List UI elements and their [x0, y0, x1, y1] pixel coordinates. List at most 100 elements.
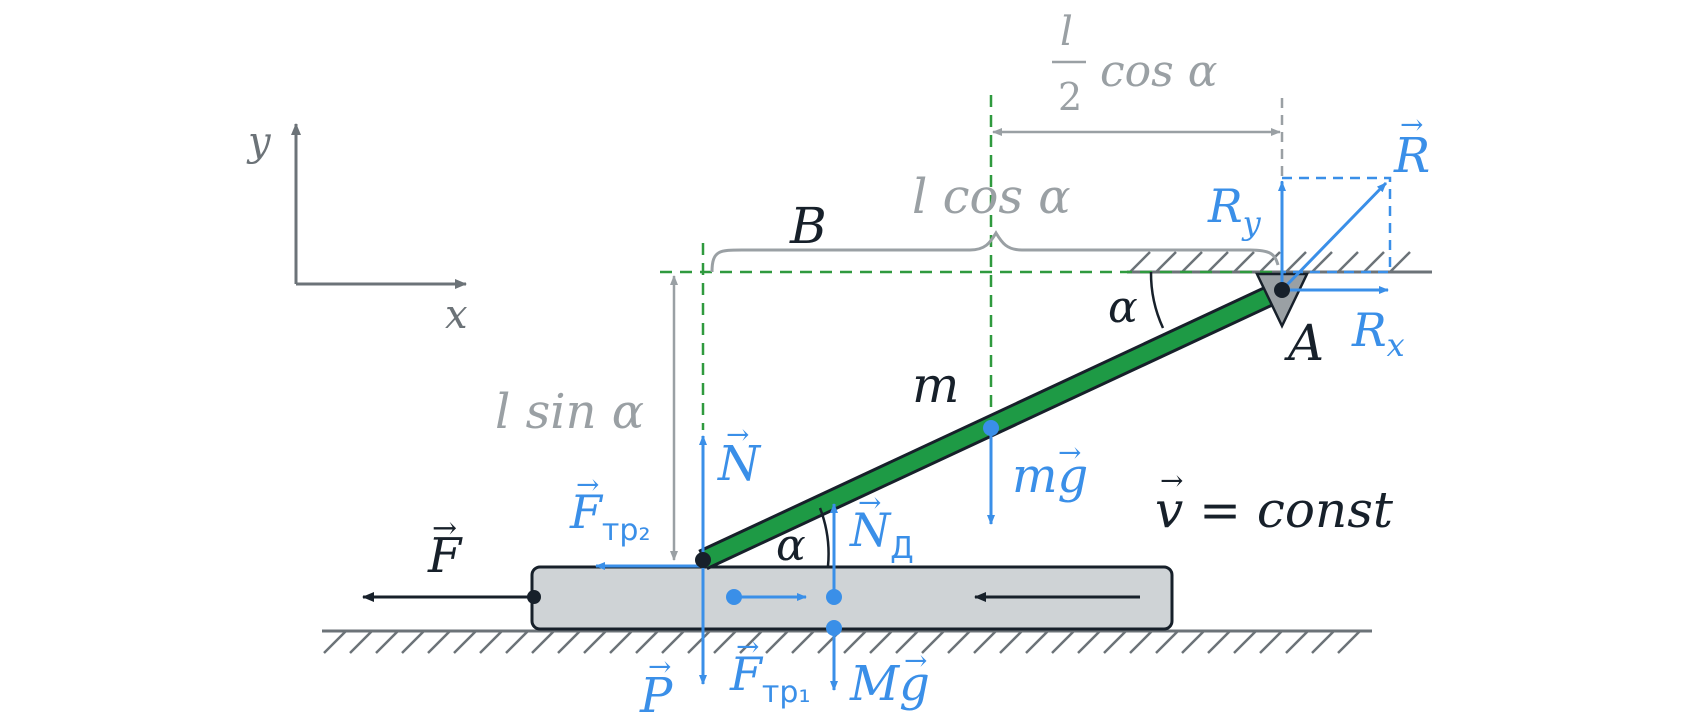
angle-alpha-bottom: α: [776, 520, 806, 571]
hatch-line: [1051, 630, 1075, 654]
hatch-line: [869, 630, 893, 654]
hatch-line: [635, 630, 659, 654]
hatch-line: [687, 630, 711, 654]
hatch-line: [999, 630, 1023, 654]
dim-half-cos: cos α: [1100, 46, 1217, 97]
force-P-label: P: [639, 668, 673, 724]
hatch-line: [1311, 630, 1335, 654]
point-A-label: A: [1284, 314, 1324, 372]
hatch-line: [427, 630, 451, 654]
hatch-line: [1129, 251, 1151, 273]
hatch-line: [505, 630, 529, 654]
hatch-line: [401, 630, 425, 654]
hatch-line: [1181, 251, 1203, 273]
force-Ftr2-vec: →: [576, 468, 599, 501]
hatch-line: [1337, 630, 1361, 654]
hatch-line: [1025, 630, 1049, 654]
hatch-line: [453, 630, 477, 654]
force-Ftr2-label: Fтр₂: [569, 485, 650, 548]
hatch-line: [895, 630, 919, 654]
force-mg-vec: →: [1058, 436, 1081, 469]
rod-mass-label: m: [912, 356, 959, 414]
hatch-line: [1259, 630, 1283, 654]
angle-arc-bottom: [818, 507, 830, 567]
hatch-line: [1207, 630, 1231, 654]
hatch-line: [323, 630, 347, 654]
hatch-line: [843, 630, 867, 654]
force-Mg-label: Mg: [849, 656, 930, 712]
force-Mg: Mg →: [826, 620, 930, 712]
force-Ry-label: Ry: [1207, 179, 1262, 242]
force-Rx-label: Rx: [1351, 303, 1405, 364]
hatch-line: [1233, 630, 1257, 654]
force-R-label: R: [1393, 128, 1430, 184]
dim-half-denominator: 2: [1058, 75, 1082, 119]
hatch-line: [349, 630, 373, 654]
hatch-line: [1285, 251, 1307, 273]
hatch-line: [973, 630, 997, 654]
force-Ftr1-label: Fтр₁: [729, 647, 810, 710]
hatch-line: [1207, 251, 1229, 273]
ceiling-surface: [1127, 251, 1432, 274]
velocity-condition: v = const →: [1155, 464, 1394, 539]
dimension-half-lcos: l 2 cos α: [992, 9, 1281, 136]
hatch-line: [1285, 630, 1309, 654]
axis-y-label: y: [246, 119, 272, 165]
dim-lcos-label: l cos α: [912, 169, 1071, 225]
angle-alpha-top: α: [1108, 282, 1138, 333]
velocity-label: v = const: [1155, 481, 1394, 539]
force-R-vec: →: [1400, 108, 1423, 141]
point-B-pin: [695, 552, 711, 568]
hatch-line: [479, 630, 503, 654]
velocity-vec: →: [1160, 464, 1183, 497]
point-B-label: B: [789, 197, 827, 255]
force-P-vec: →: [648, 650, 671, 683]
force-F: F →: [362, 511, 541, 604]
hatch-line: [1363, 251, 1385, 273]
hatch-line: [1389, 251, 1411, 273]
force-Ftr1: Fтр₁ →: [726, 589, 810, 710]
point-A-pin: [1274, 282, 1290, 298]
hatch-line: [765, 630, 789, 654]
force-Ftr1-vec: →: [736, 630, 759, 663]
force-Ftr2: Fтр₂ →: [569, 468, 703, 570]
hatch-line: [531, 630, 555, 654]
coordinate-axes: y x: [246, 119, 468, 338]
hatch-line: [375, 630, 399, 654]
hatch-line: [791, 630, 815, 654]
force-mg: mg →: [983, 420, 1088, 525]
floor-surface: [322, 629, 1372, 654]
force-N: N →: [699, 418, 762, 560]
hatch-line: [609, 630, 633, 654]
force-Nd-label: NД: [849, 503, 914, 566]
hatch-line: [921, 630, 945, 654]
hatch-line: [1311, 251, 1333, 273]
force-F-vec: →: [432, 511, 457, 546]
axis-x-label: x: [445, 292, 468, 338]
force-Nd-vec: →: [858, 486, 881, 519]
dim-half-numerator: l: [1060, 9, 1073, 55]
reaction-R: R → Ry Rx: [1207, 108, 1430, 364]
construction-lines: [660, 95, 1282, 430]
hatch-line: [583, 630, 607, 654]
force-mg-label: mg: [1012, 448, 1088, 504]
hatch-line: [1259, 251, 1281, 273]
force-P: P →: [639, 566, 707, 724]
hatch-line: [1155, 251, 1177, 273]
hatch-line: [1103, 630, 1127, 654]
hatch-line: [661, 630, 685, 654]
hatch-line: [1233, 251, 1255, 273]
force-N-vec: →: [726, 418, 749, 451]
force-F-label: F: [427, 528, 463, 584]
force-N-label: N: [717, 436, 762, 492]
angle-arc-top: [1149, 271, 1165, 329]
hatch-line: [1129, 630, 1153, 654]
dimension-lcos: l cos α: [710, 169, 1280, 273]
hatch-line: [1077, 630, 1101, 654]
hatch-line: [1155, 630, 1179, 654]
dim-lsin-label: l sin α: [495, 384, 644, 440]
hatch-line: [1337, 251, 1359, 273]
hatch-line: [947, 630, 971, 654]
